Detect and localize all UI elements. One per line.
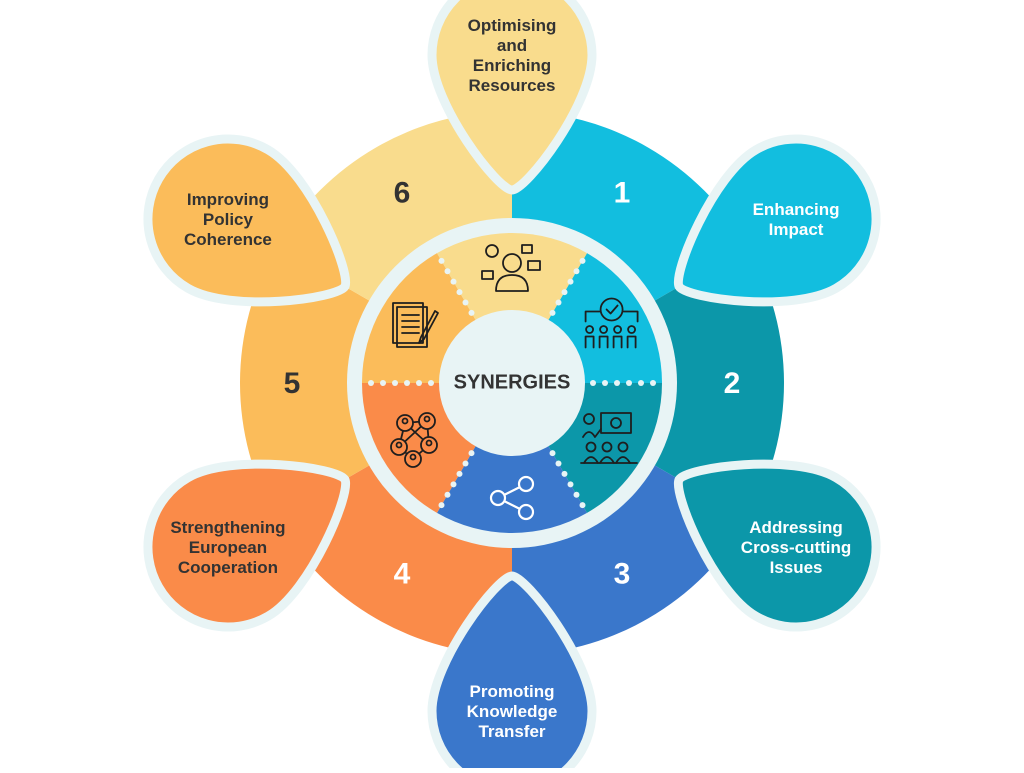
petal-shape-6 (427, 0, 597, 195)
inner-sector-3 (437, 383, 587, 533)
divider-dot (573, 491, 580, 498)
divider-dot (450, 481, 457, 488)
petal-label-line: Cross-cutting (741, 538, 852, 557)
document-pen-icon (392, 302, 439, 348)
center-hub: SYNERGIES (439, 310, 585, 456)
petal-shape-1 (673, 134, 881, 307)
petal-label-line: Policy (203, 210, 254, 229)
segment-number-3: 3 (614, 557, 631, 590)
icons (390, 244, 639, 521)
divider-dot (456, 470, 463, 477)
divider-dot (468, 309, 475, 316)
petal-label-line: European (189, 538, 267, 557)
petal-label-line: and (497, 36, 527, 55)
segment-number-2: 2 (724, 367, 741, 400)
share-icon (489, 475, 535, 521)
divider-dot (428, 380, 434, 386)
divider-dot (549, 450, 556, 457)
divider-dot (555, 460, 562, 467)
person-resources-icon (481, 244, 541, 292)
petal-label-line: Improving (187, 190, 269, 209)
divider-dot (561, 470, 568, 477)
petal-label-line: Enriching (473, 56, 551, 75)
divider-dot (462, 299, 469, 306)
petal-label-line: Resources (469, 76, 556, 95)
petal-label-line: Strengthening (170, 518, 285, 537)
inner-sector-6 (437, 232, 587, 383)
petal-shape-3 (427, 571, 597, 773)
divider-dot (549, 309, 556, 316)
petal-label-line: Transfer (478, 722, 545, 741)
divider-dot (626, 380, 632, 386)
center-label: SYNERGIES (454, 371, 571, 393)
petal-label-line: Cooperation (178, 558, 278, 577)
divider-dot (456, 289, 463, 296)
segment-number-4: 4 (394, 557, 411, 590)
petal-shape-5 (143, 134, 351, 307)
divider-dot (416, 380, 422, 386)
divider-dot (380, 380, 386, 386)
petal-label-line: Coherence (184, 230, 272, 249)
dotted-dividers (368, 257, 656, 509)
petal-label-line: Enhancing (753, 200, 840, 219)
petal-label-line: Impact (769, 220, 824, 239)
divider-dot (579, 257, 586, 264)
divider-dot (392, 380, 398, 386)
ring-segment-2 (652, 247, 784, 519)
divider-dot (573, 268, 580, 275)
segment-number-6: 6 (394, 176, 411, 209)
petal-label-line: Knowledge (467, 702, 558, 721)
divider-dot (468, 450, 475, 457)
petal-label-line: Optimising (468, 16, 557, 35)
petal-label-line: Addressing (749, 518, 843, 537)
petal-label-line: Issues (770, 558, 823, 577)
network-people-icon (390, 412, 438, 468)
petal-label-line: Promoting (470, 682, 555, 701)
divider-dot (444, 268, 451, 275)
divider-dot (444, 491, 451, 498)
center-circle (439, 310, 585, 456)
divider-dot (614, 380, 620, 386)
divider-dot (555, 299, 562, 306)
divider-dot (368, 380, 374, 386)
divider-dot (567, 278, 574, 285)
ring-segment-5 (240, 247, 372, 519)
divider-dot (404, 380, 410, 386)
divider-dot (579, 502, 586, 509)
presentation-icon (580, 412, 638, 464)
segment-number-1: 1 (614, 176, 631, 209)
petal-shape-4 (143, 459, 351, 632)
team-check-icon (584, 297, 639, 349)
divider-dot (567, 481, 574, 488)
divider-dot (650, 380, 656, 386)
divider-dot (590, 380, 596, 386)
divider-dot (438, 257, 445, 264)
petal-shape-2 (673, 459, 881, 632)
segment-number-5: 5 (284, 367, 301, 400)
divider-dot (450, 278, 457, 285)
divider-dot (561, 289, 568, 296)
divider-dot (438, 502, 445, 509)
divider-dot (462, 460, 469, 467)
divider-dot (602, 380, 608, 386)
divider-dot (638, 380, 644, 386)
